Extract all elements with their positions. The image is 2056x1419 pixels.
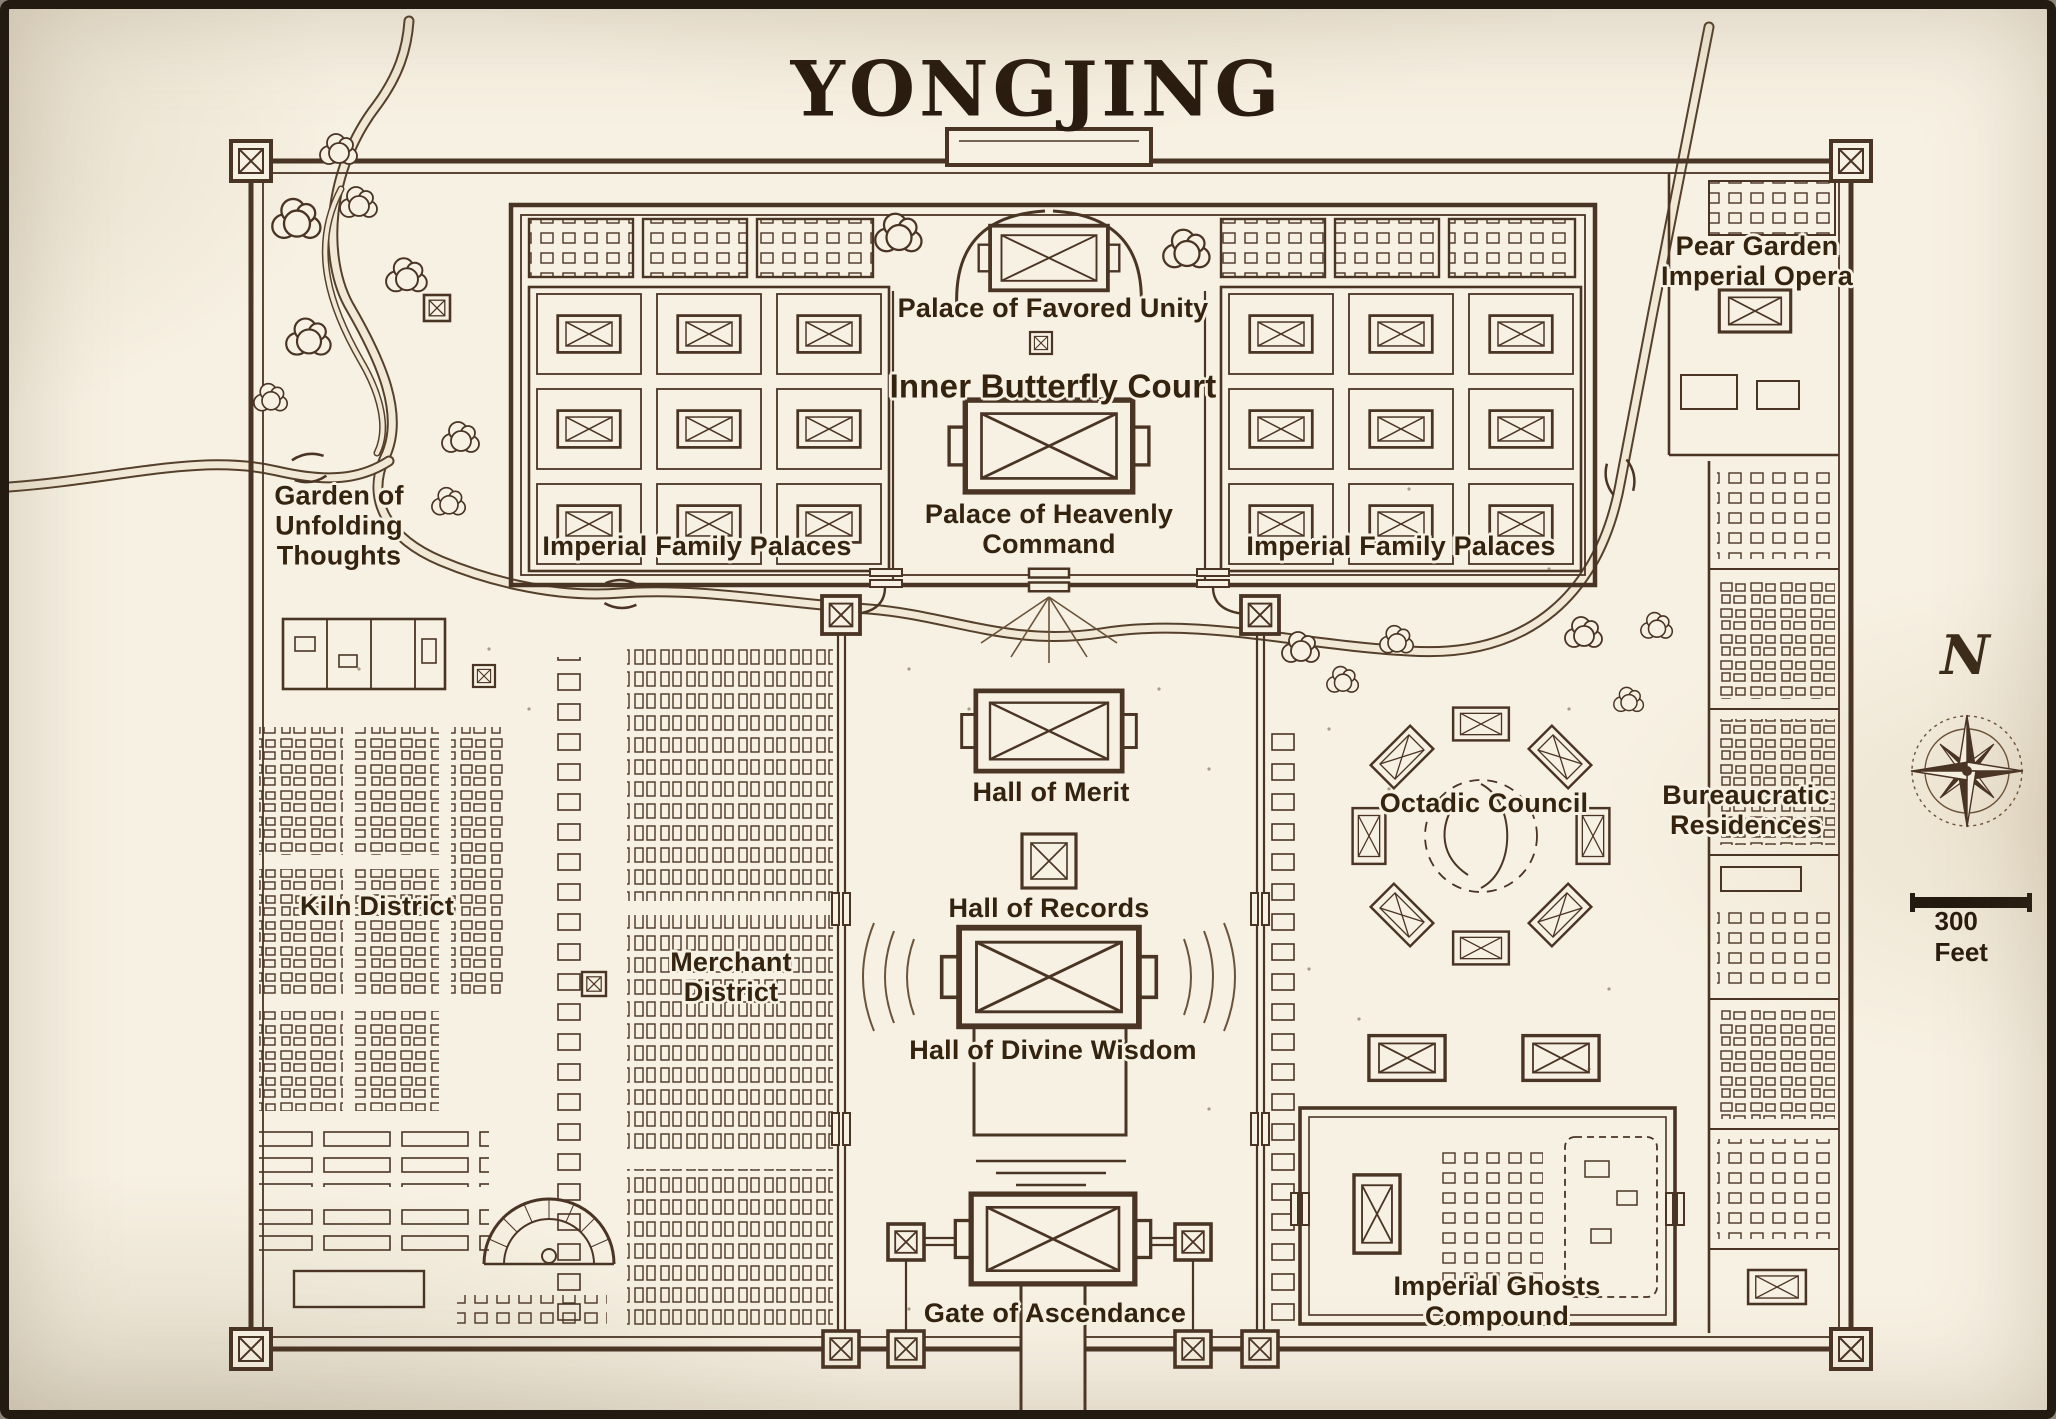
label-pear-garden-imperial-opera: Pear Garden Imperial Opera xyxy=(1661,230,1853,291)
compass-north-label: N xyxy=(1940,623,1990,687)
ground-speckles xyxy=(357,487,1611,1311)
scale-bar xyxy=(1910,893,2032,912)
merchant-district xyxy=(549,649,833,1331)
garden-compound xyxy=(281,617,447,691)
label-inner-butterfly-court: Inner Butterfly Court xyxy=(889,367,1217,405)
label-gate-of-ascendance: Gate of Ascendance xyxy=(923,1297,1187,1328)
amphitheater xyxy=(482,1197,616,1266)
label-hall-of-records: Hall of Records xyxy=(948,892,1150,923)
label-imperial-family-palaces-west: Imperial Family Palaces xyxy=(542,530,852,561)
label-palace-of-favored-unity: Palace of Favored Unity xyxy=(897,292,1209,323)
label-bureaucratic-residences: Bureaucratic Residences xyxy=(1662,779,1830,840)
label-imperial-ghosts-compound: Imperial Ghosts Compound xyxy=(1393,1270,1601,1331)
octadic-council xyxy=(1351,706,1611,966)
label-palace-of-heavenly-command: Palace of Heavenly Command xyxy=(924,498,1174,559)
imperial-compound xyxy=(508,202,1598,593)
map-drawing xyxy=(9,15,2032,1410)
label-garden-of-unfolding-thoughts: Garden of Unfolding Thoughts xyxy=(274,480,404,572)
label-octadic-council: Octadic Council xyxy=(1379,787,1589,818)
ceremonial-axis xyxy=(862,691,1236,1410)
river xyxy=(9,15,1715,658)
label-merchant-district: Merchant District xyxy=(670,946,792,1007)
label-hall-of-merit: Hall of Merit xyxy=(972,776,1130,807)
label-hall-of-divine-wisdom: Hall of Divine Wisdom xyxy=(909,1034,1197,1065)
bureaucratic-residences xyxy=(1707,461,1839,1333)
pear-garden-opera xyxy=(1667,173,1839,457)
label-kiln-district: Kiln District xyxy=(299,890,455,921)
map-title: Yongjing xyxy=(790,44,1284,134)
imperial-ghosts-compound xyxy=(1290,1033,1685,1326)
compass-rose-icon xyxy=(1910,714,2024,828)
plaza-fan xyxy=(980,596,1118,663)
scale-bar-label: 300 Feet xyxy=(1934,906,1988,967)
label-imperial-family-palaces-east: Imperial Family Palaces xyxy=(1246,530,1556,561)
